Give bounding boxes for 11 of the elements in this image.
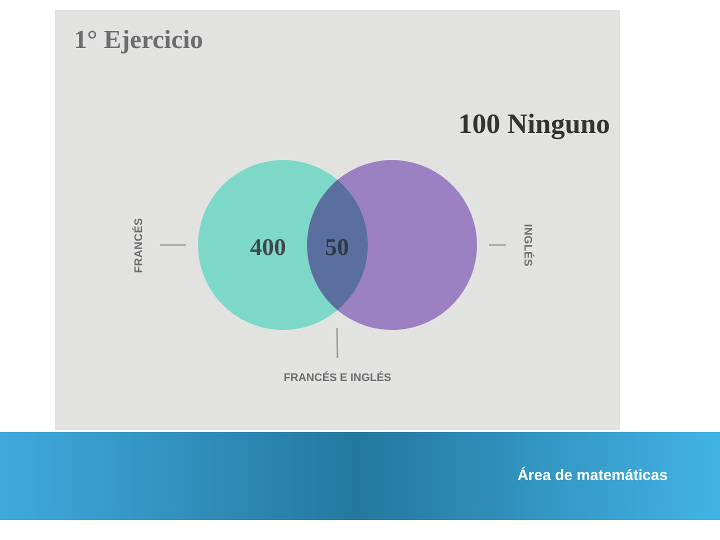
set-label: FRANCÉS: [128, 200, 150, 290]
count-label: 50: [324, 234, 350, 263]
count-label: 400: [249, 234, 287, 263]
title: 1° Ejercicio: [74, 24, 204, 56]
none-count: 100 Ninguno: [457, 108, 610, 142]
leader-line: [489, 244, 506, 246]
set-label: INGLÉS: [516, 200, 538, 290]
intersection-label: FRANCÉS E INGLÉS: [270, 368, 405, 408]
leader-line: [336, 328, 338, 358]
footer-text: Área de matemáticas: [516, 466, 669, 486]
leader-line: [160, 244, 186, 246]
